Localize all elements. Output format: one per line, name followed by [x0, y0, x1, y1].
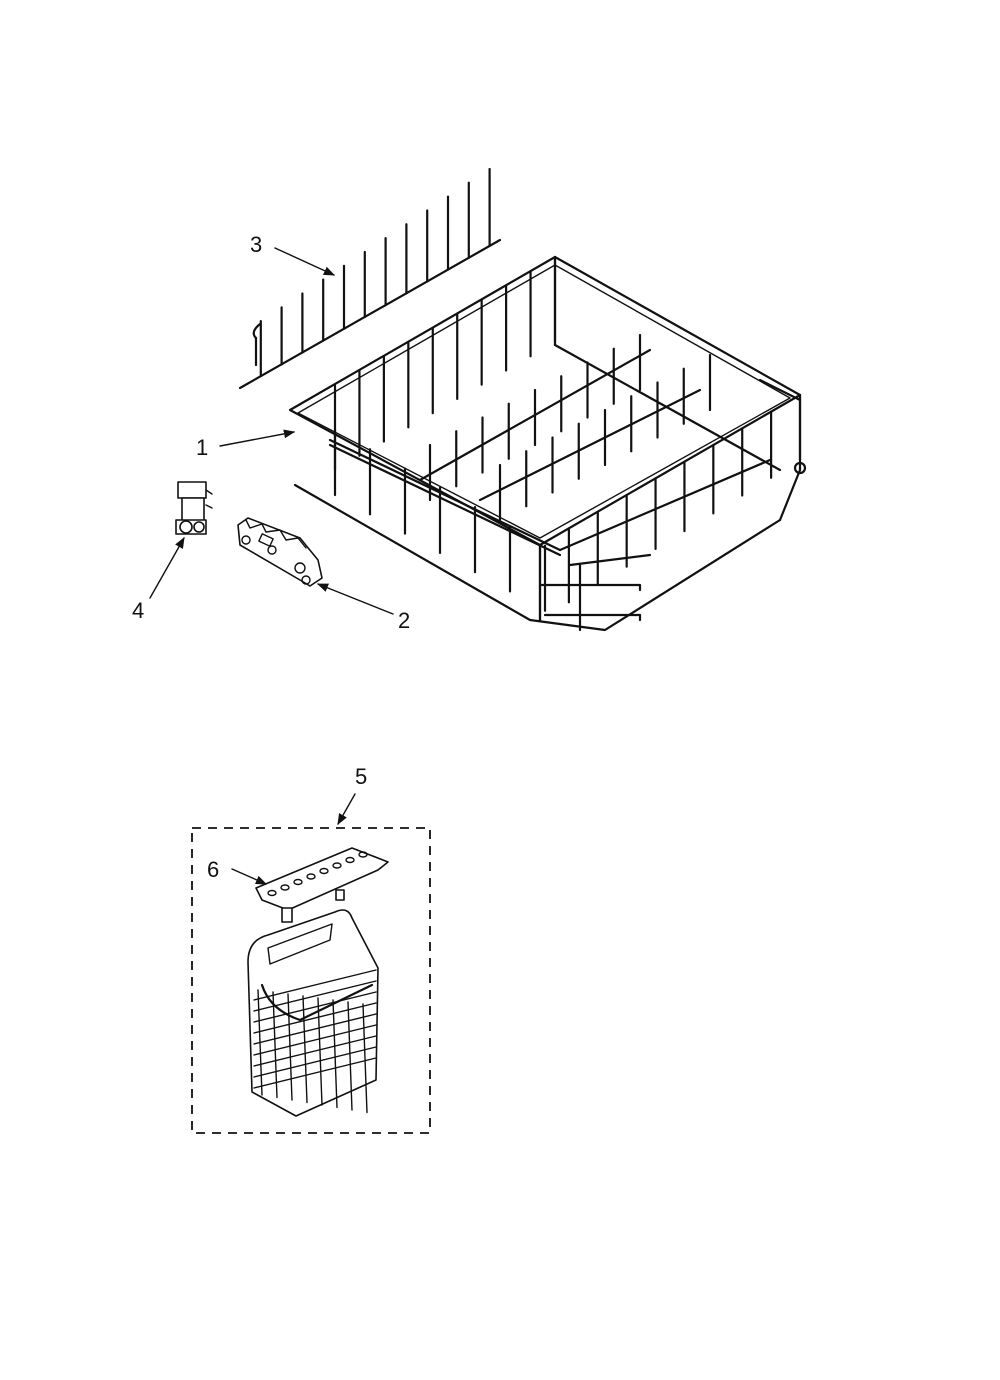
- lid-hole: [358, 851, 368, 858]
- leader-2: [316, 583, 394, 615]
- basket-wire: [253, 1024, 377, 1056]
- callout-2: 2: [398, 608, 410, 633]
- basket-wire: [253, 1013, 377, 1045]
- leader-1: [219, 429, 296, 447]
- basket-assembly-box: [191, 827, 431, 1134]
- basket-wire: [253, 969, 377, 1001]
- basket-wire: [287, 993, 293, 1101]
- tine-row-part: [238, 167, 502, 390]
- basket-wire: [272, 991, 278, 1099]
- lid-hole: [332, 862, 342, 869]
- callout-5: 5: [355, 764, 367, 789]
- basket-wire: [347, 1001, 353, 1111]
- basket-wire: [362, 1003, 368, 1114]
- basket-wire: [253, 1002, 377, 1034]
- leader-lines: [149, 247, 394, 885]
- basket-lid-part: [255, 847, 389, 923]
- leader-4: [149, 537, 185, 599]
- basket-wire: [317, 997, 323, 1106]
- lid-hole: [306, 873, 316, 880]
- leader-6: [231, 868, 268, 885]
- leader-5: [337, 793, 356, 825]
- basket-wire: [332, 999, 338, 1109]
- leader-3: [274, 247, 336, 276]
- callout-1: 1: [196, 435, 208, 460]
- rack-roller-part: [175, 481, 213, 535]
- back-wire: [553, 343, 782, 472]
- callout-4: 4: [132, 598, 144, 623]
- basket-wire: [253, 980, 377, 1012]
- basket-wire: [302, 995, 308, 1104]
- basket-wire: [253, 1035, 377, 1067]
- lid-hole: [293, 878, 303, 886]
- lid-hole: [267, 889, 277, 897]
- lid-hole: [319, 867, 329, 875]
- basket-wire: [253, 1057, 377, 1089]
- silverware-basket: [247, 909, 379, 1117]
- callout-6: 6: [207, 857, 219, 882]
- rack-track-part: [237, 517, 323, 587]
- basket-wire: [253, 1046, 377, 1078]
- lower-dishrack-part: [288, 255, 807, 632]
- basket-wire: [253, 991, 377, 1023]
- lid-hole: [345, 856, 355, 864]
- lid-hole: [280, 884, 290, 891]
- callout-3: 3: [250, 232, 262, 257]
